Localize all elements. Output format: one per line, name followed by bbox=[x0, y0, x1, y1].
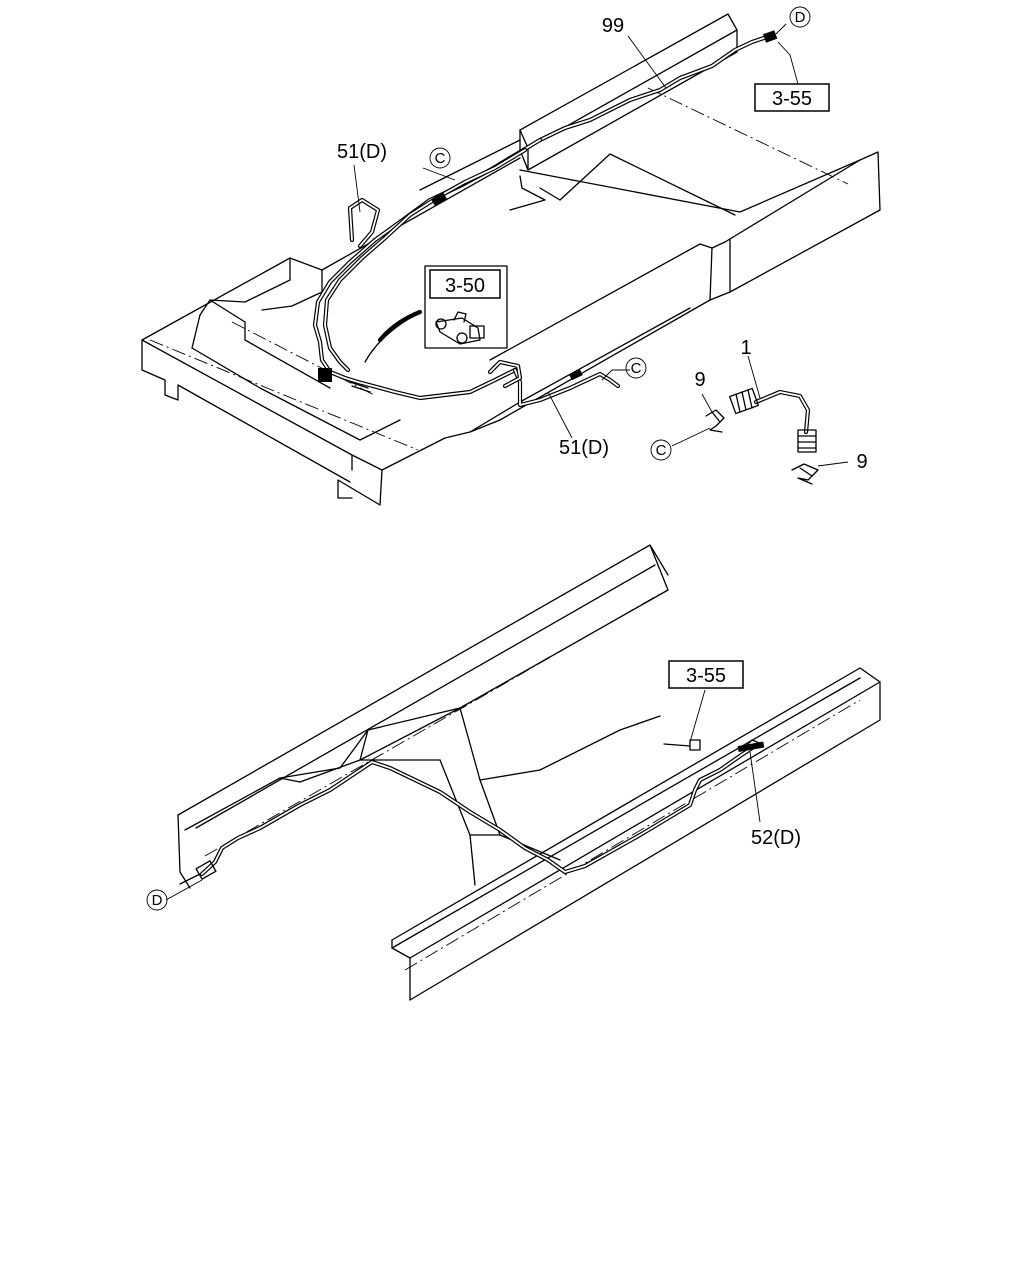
callout-51-lower: 51(D) bbox=[559, 437, 609, 459]
svg-text:C: C bbox=[631, 360, 642, 377]
svg-text:D: D bbox=[152, 892, 163, 909]
callout-9-left: 9 bbox=[694, 369, 705, 391]
connection-markers: D C C C D bbox=[146, 6, 811, 911]
marker-d-top: D bbox=[789, 6, 811, 28]
clip-left bbox=[705, 409, 725, 433]
ref-box-3-55-bottom bbox=[668, 660, 744, 689]
master-cylinder-reference: 3-50 bbox=[424, 265, 508, 349]
hose-fitting-top bbox=[728, 387, 760, 415]
ref-3-55-bottom-label: 3-55 bbox=[686, 665, 726, 687]
union-bolt bbox=[663, 739, 701, 751]
callout-labels: 99 51(D) 51(D) 1 9 9 52(D) bbox=[337, 15, 868, 849]
reference-boxes: 3-55 3-55 bbox=[668, 83, 830, 689]
lower-frame bbox=[177, 544, 881, 1001]
upper-brake-pipes bbox=[312, 30, 778, 408]
master-cylinder-icon bbox=[435, 311, 485, 345]
leader-lines bbox=[165, 23, 849, 901]
callout-9-right: 9 bbox=[856, 451, 867, 473]
svg-text:D: D bbox=[795, 9, 806, 26]
marker-c-left: C bbox=[650, 439, 672, 461]
marker-d-bottom: D bbox=[146, 889, 168, 911]
flexible-hose-assembly bbox=[705, 387, 819, 485]
hose-fitting-bottom bbox=[797, 429, 817, 453]
upper-frame bbox=[141, 13, 881, 506]
callout-52: 52(D) bbox=[751, 827, 801, 849]
ref-box-3-55-top bbox=[754, 83, 830, 112]
clip-right bbox=[791, 463, 819, 485]
ref-3-55-top-label: 3-55 bbox=[772, 88, 812, 110]
pipe-fitting-left bbox=[179, 860, 217, 885]
callout-1: 1 bbox=[740, 337, 751, 359]
pipe-fitting-right bbox=[737, 739, 765, 753]
callout-99: 99 bbox=[602, 15, 624, 37]
svg-text:C: C bbox=[656, 442, 667, 459]
marker-c-upper: C bbox=[429, 147, 451, 169]
ref-3-50-label: 3-50 bbox=[445, 275, 485, 297]
svg-text:C: C bbox=[435, 150, 446, 167]
callout-51-upper: 51(D) bbox=[337, 141, 387, 163]
lower-brake-pipes bbox=[179, 739, 765, 885]
marker-c-right: C bbox=[625, 357, 647, 379]
